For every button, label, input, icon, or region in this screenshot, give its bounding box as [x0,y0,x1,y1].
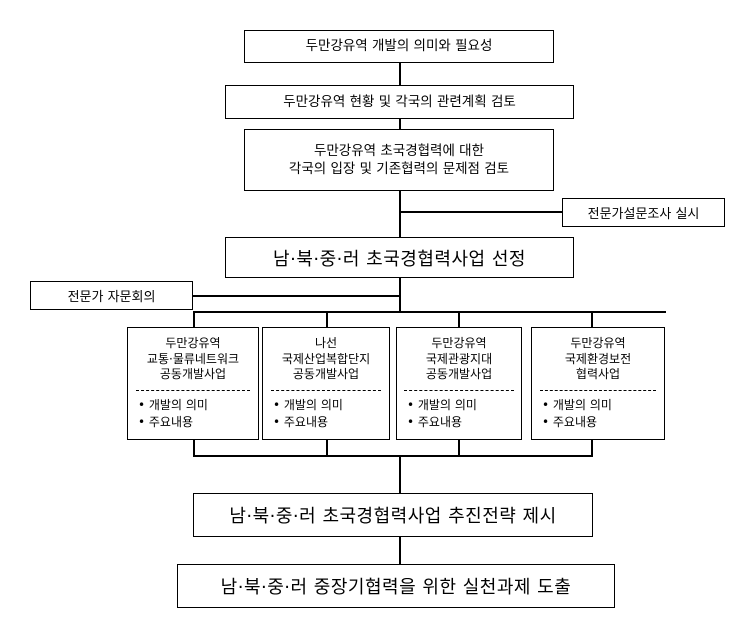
project-box-2: 나선 국제산업복합단지 공동개발사업 • 개발의 의미 • 주요내용 [262,327,390,440]
step-5-box: 남·북·중·러 초국경협력사업 추진전략 제시 [193,493,593,537]
connector-project3-bottom [458,440,460,456]
connector-project1-top [193,311,195,327]
consult-box: 전문가 자문회의 [30,281,193,310]
project-3-title-line3: 공동개발사업 [425,367,493,382]
project-1-title-line3: 공동개발사업 [159,367,227,382]
project-4-title-line1: 두만강유역 [570,336,626,350]
project-1-title-line1: 두만강유역 [165,336,221,350]
project-box-3: 두만강유역 국제관광지대 공동개발사업 • 개발의 의미 • 주요내용 [396,327,522,440]
project-2-title-line1: 나선 [314,336,338,350]
project-4-bullet-2: • 주요내용 [542,414,598,429]
project-4-divider [539,389,657,391]
connector-step5-step6 [399,537,401,564]
project-3-title-line1: 두만강유역 [431,336,487,350]
connector-step2-step3 [399,119,401,129]
connector-projects-bottom [193,455,593,457]
connector-project3-top [458,311,460,327]
connector-step1-step2 [399,63,401,85]
project-3-bullet-2: • 주요내용 [407,414,463,429]
project-4-bullets: • 개발의 의미 • 주요내용 [532,397,612,431]
connector-survey [399,211,562,213]
project-1-title: 두만강유역 교통·물류네트워크 공동개발사업 [147,336,239,383]
connector-project2-top [326,311,328,327]
step-3-box: 두만강유역 초국경협력에 대한 각국의 입장 및 기존협력의 문제점 검토 [244,129,554,191]
project-box-1: 두만강유역 교통·물류네트워크 공동개발사업 • 개발의 의미 • 주요내용 [127,327,259,440]
project-2-title-line2: 국제산업복합단지 [281,351,371,366]
step-3-label-line2: 각국의 입장 및 기존협력의 문제점 검토 [288,161,510,177]
connector-step3-step4 [399,191,401,237]
project-1-bullet-1: • 개발의 의미 [138,397,208,412]
project-2-bullets: • 개발의 의미 • 주요내용 [263,397,343,431]
connector-project2-bottom [326,440,328,456]
connector-projects-step5 [399,455,401,493]
project-1-divider [135,389,251,391]
connector-consult [193,295,400,297]
step-1-box: 두만강유역 개발의 의미와 필요성 [244,30,554,63]
consult-label: 전문가 자문회의 [67,290,156,305]
connector-projects-top [193,311,666,313]
project-4-title: 두만강유역 국제환경보전 협력사업 [565,336,631,383]
project-2-bullet-2: • 주요내용 [273,414,329,429]
project-4-title-line3: 협력사업 [575,367,621,382]
step-6-box: 남·북·중·러 중장기협력을 위한 실천과제 도출 [177,564,615,608]
project-3-title-line2: 국제관광지대 [425,351,493,366]
project-2-title: 나선 국제산업복합단지 공동개발사업 [282,336,370,383]
project-3-bullet-1: • 개발의 의미 [407,397,477,412]
step-1-label: 두만강유역 개발의 의미와 필요성 [305,38,493,55]
step-2-label: 두만강유역 현황 및 각국의 관련계획 검토 [283,93,516,110]
step-2-box: 두만강유역 현황 및 각국의 관련계획 검토 [225,85,574,119]
project-1-bullets: • 개발의 의미 • 주요내용 [128,397,208,431]
step-4-box: 남·북·중·러 초국경협력사업 선정 [225,237,574,278]
project-1-title-line2: 교통·물류네트워크 [146,351,240,366]
project-3-title: 두만강유역 국제관광지대 공동개발사업 [426,336,492,383]
survey-label: 전문가설문조사 실시 [587,207,700,222]
step-3-label-line1: 두만강유역 초국경협력에 대한 [313,142,485,159]
connector-project4-top [591,311,593,327]
project-4-title-line2: 국제환경보전 [564,351,632,366]
project-3-divider [404,389,514,391]
step-4-label: 남·북·중·러 초국경협력사업 선정 [273,248,526,270]
step-6-label: 남·북·중·러 중장기협력을 위한 실천과제 도출 [220,577,572,598]
project-4-bullet-1: • 개발의 의미 [542,397,612,412]
project-box-4: 두만강유역 국제환경보전 협력사업 • 개발의 의미 • 주요내용 [531,327,665,440]
project-1-bullet-2: • 주요내용 [138,414,194,429]
project-2-title-line3: 공동개발사업 [292,367,360,382]
step-5-label: 남·북·중·러 초국경협력사업 추진전략 제시 [229,506,557,527]
connector-project4-bottom [591,440,593,456]
project-2-divider [270,389,382,391]
connector-project1-bottom [193,440,195,456]
project-2-bullet-1: • 개발의 의미 [273,397,343,412]
survey-box: 전문가설문조사 실시 [562,198,725,227]
project-3-bullets: • 개발의 의미 • 주요내용 [397,397,477,431]
